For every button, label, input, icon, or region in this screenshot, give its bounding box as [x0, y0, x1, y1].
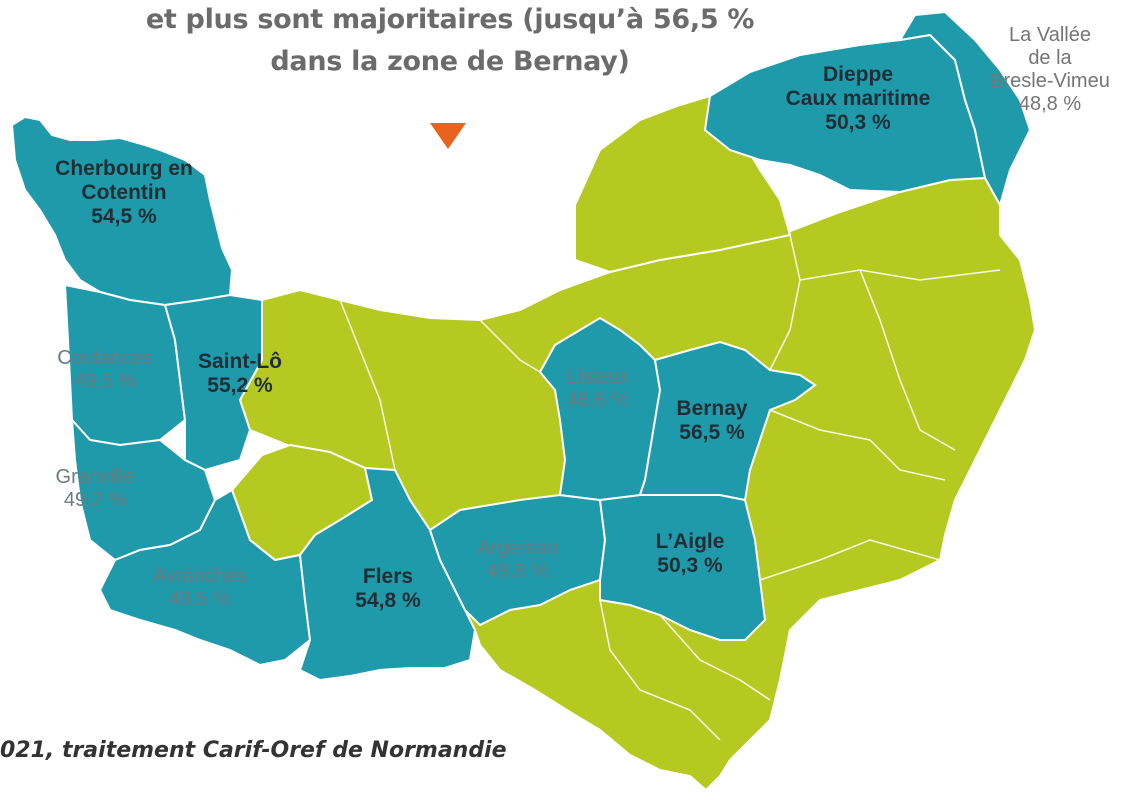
zone-argentan [428, 493, 607, 627]
label-dieppe-value: 50,3 % [825, 111, 891, 134]
label-cherbourg-value: 54,5 % [91, 205, 157, 228]
internal-borders [339, 234, 1001, 741]
zone-coutances [63, 283, 187, 447]
zone-bernay [638, 340, 817, 502]
label-lisieux-value: 46,6 % [566, 389, 630, 411]
label-granville: Granville 49,2 % [56, 466, 135, 512]
label-bresle-name-3: Bresle-Vimeu [990, 70, 1110, 92]
label-cherbourg-name-1: Cherbourg en [55, 157, 193, 180]
label-argentan-name: Argentan [477, 537, 559, 559]
label-lisieux-name: Lisieux [566, 366, 630, 388]
label-flers: Flers 54,8 % [355, 565, 420, 613]
label-bresle-name-2: de la [1028, 47, 1072, 69]
label-flers-name: Flers [362, 565, 414, 588]
label-flers-value: 54,8 % [355, 589, 421, 612]
label-avranches-value: 49,5 % [168, 588, 232, 610]
down-triangle-icon [430, 123, 466, 149]
label-dieppe-name-1: Dieppe [822, 63, 894, 86]
label-bernay-value: 56,5 % [679, 421, 745, 444]
label-saintlo-value: 55,2 % [207, 374, 273, 397]
zone-flers [298, 466, 477, 682]
label-argentan: Argentan 49,8 % [477, 537, 558, 583]
label-lisieux: Lisieux 46,6 % [567, 366, 629, 412]
label-bresle: La Vallée de la Bresle-Vimeu 48,8 % [990, 24, 1110, 116]
label-cherbourg-name-2: Cotentin [81, 181, 167, 204]
label-avranches-name: Avranches [152, 565, 248, 587]
label-laigle-name: L’Aigle [655, 530, 725, 553]
zone-cherbourg [10, 115, 234, 307]
label-granville-value: 49,2 % [63, 489, 127, 511]
label-avranches: Avranches 49,5 % [153, 565, 247, 611]
label-saintlo-name: Saint-Lô [198, 350, 282, 373]
zone-saintlo [163, 293, 263, 472]
zone-bresle [898, 10, 1032, 208]
label-argentan-value: 49,8 % [486, 560, 550, 582]
label-cherbourg: Cherbourg en Cotentin 54,5 % [55, 157, 193, 229]
header-line-1: et plus sont majoritaires (jusqu’à 56,5 … [145, 4, 755, 35]
label-granville-name: Granville [55, 466, 135, 488]
label-saintlo: Saint-Lô 55,2 % [198, 350, 282, 398]
label-laigle-value: 50,3 % [657, 554, 723, 577]
label-coutances-value: 49,5 % [73, 370, 137, 392]
label-bresle-name-1: La Vallée [1009, 24, 1091, 46]
label-coutances: Coutances 49,5 % [57, 347, 153, 393]
label-dieppe-name-2: Caux maritime [785, 87, 931, 110]
label-dieppe: Dieppe Caux maritime 50,3 % [786, 63, 931, 135]
label-bernay-name: Bernay [676, 397, 748, 420]
label-bresle-value: 48,8 % [1018, 93, 1082, 115]
label-laigle: L’Aigle 50,3 % [656, 530, 725, 578]
header-line-2: dans la zone de Bernay) [270, 46, 630, 77]
source-caption: 021, traitement Carif-Oref de Normandie [0, 738, 507, 763]
label-bernay: Bernay 56,5 % [676, 397, 747, 445]
label-coutances-name: Coutances [57, 347, 153, 369]
